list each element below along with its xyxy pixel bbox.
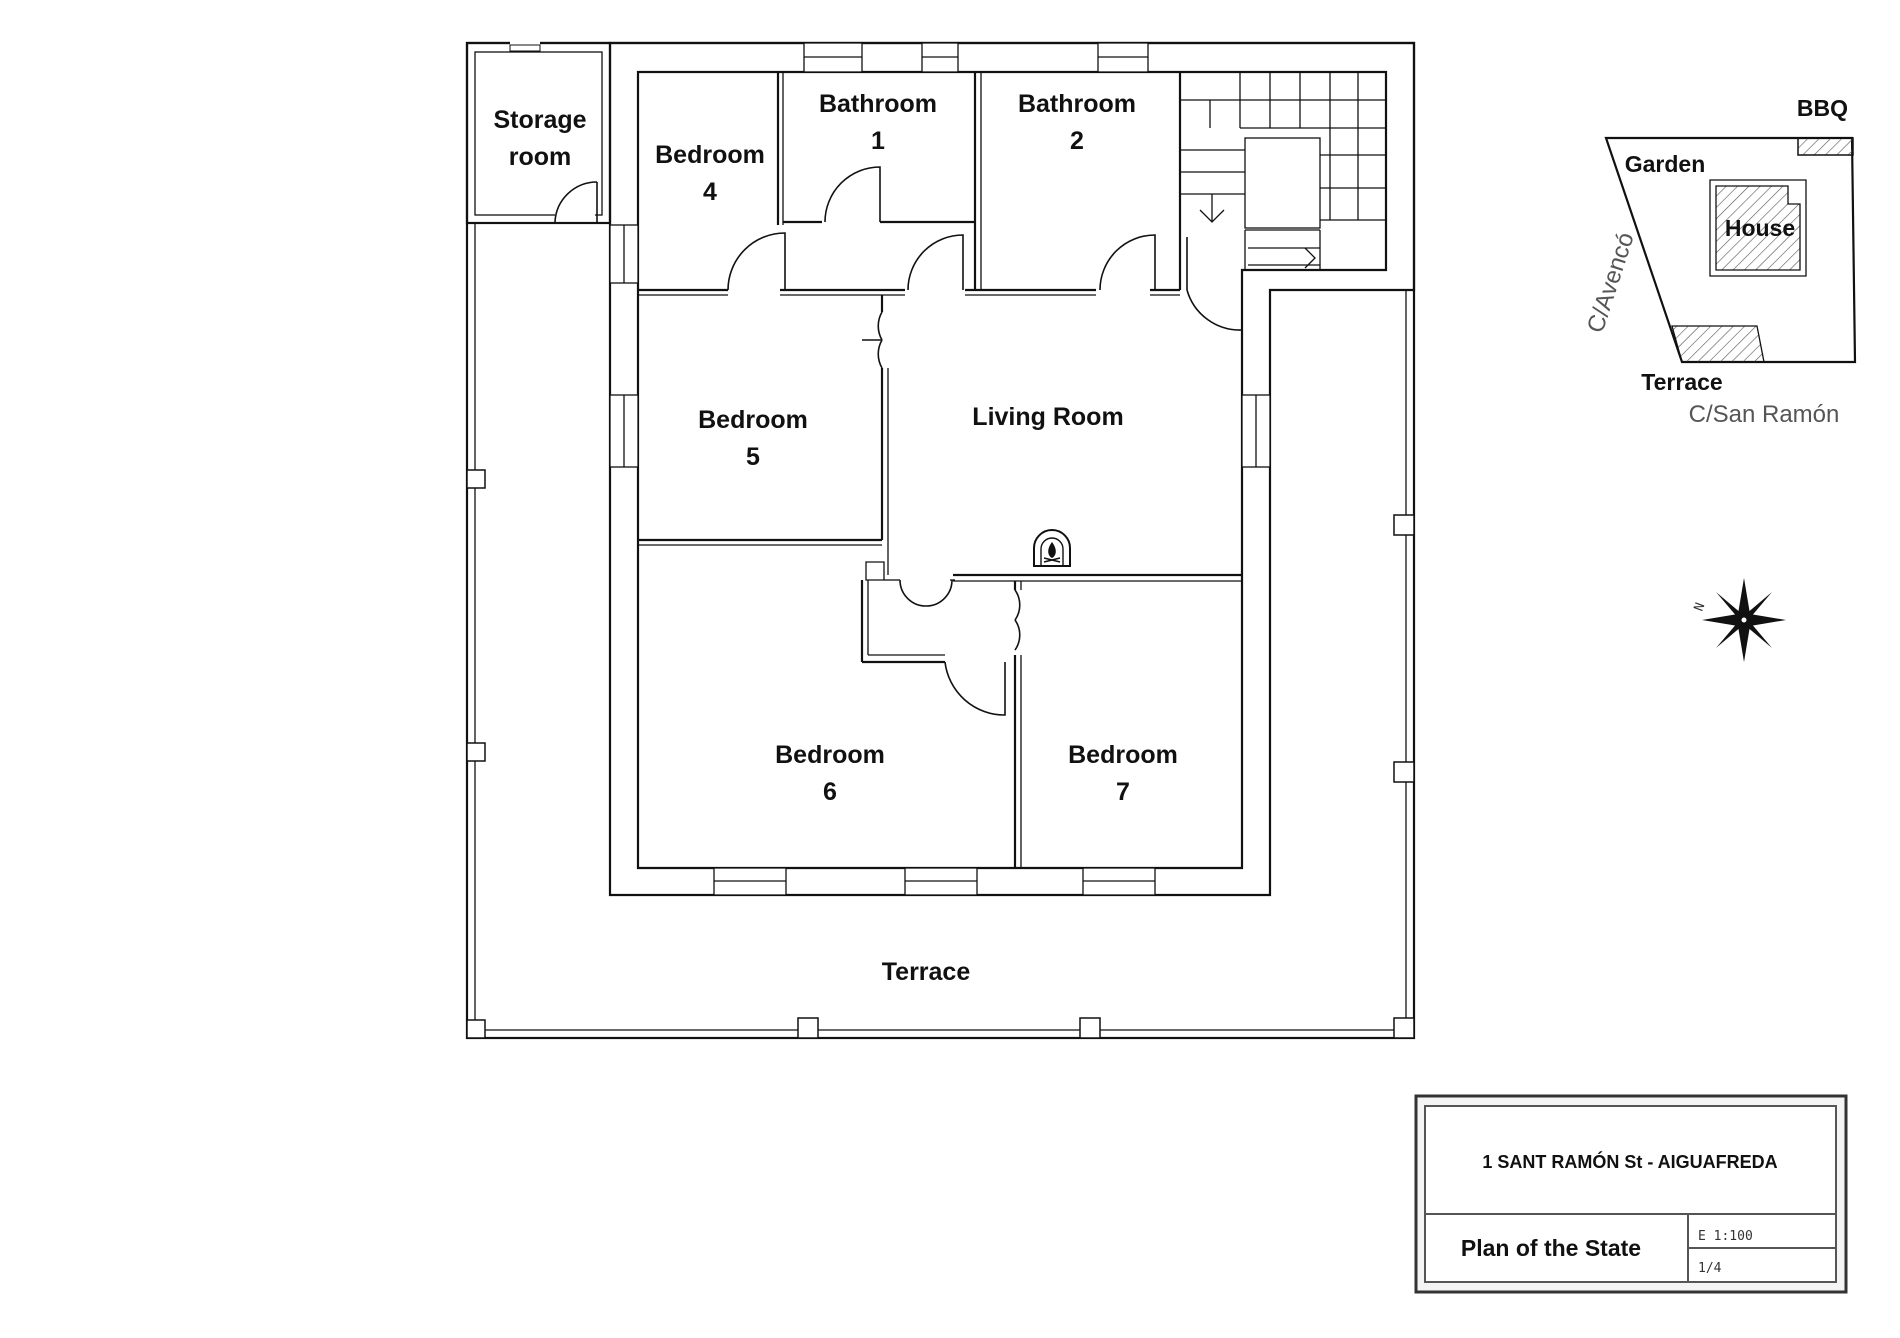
room-label-bedroom-6: Bedroom	[775, 741, 885, 769]
floor-plan: Storage room	[465, 41, 1416, 1040]
room-label-bedroom-4: Bedroom	[655, 141, 765, 169]
room-label-bathroom-2: Bathroom	[1018, 90, 1136, 118]
compass-north-label: N	[1692, 601, 1709, 613]
room-label-bedroom-5: Bedroom	[698, 406, 808, 434]
room-label-terrace: Terrace	[882, 958, 971, 986]
storage-room: Storage room	[465, 41, 612, 225]
title-block-sheet: 1/4	[1698, 1261, 1722, 1276]
room-label-bathroom-1: Bathroom	[819, 90, 937, 118]
site-map: BBQ Garden House Terrace C/San Ramón C/A…	[1582, 95, 1857, 428]
site-label-bbq: BBQ	[1797, 95, 1848, 121]
title-block: 1 SANT RAMÓN St - AIGUAFREDA Plan of the…	[1414, 1094, 1848, 1294]
doors	[727, 166, 1243, 716]
fireplace-icon	[1033, 529, 1071, 567]
house-outer-walls	[608, 41, 1416, 897]
stairs-icon	[1180, 72, 1386, 270]
room-label-bathroom-1-number: 1	[871, 127, 885, 155]
room-label-bedroom-7-number: 7	[1116, 778, 1130, 806]
room-label-bedroom-7: Bedroom	[1068, 741, 1178, 769]
room-label-bathroom-2-number: 2	[1070, 127, 1084, 155]
room-label-living-room: Living Room	[972, 403, 1123, 431]
title-block-address: 1 SANT RAMÓN St - AIGUAFREDA	[1482, 1151, 1777, 1172]
site-label-garden: Garden	[1625, 151, 1706, 177]
site-label-terrace: Terrace	[1641, 369, 1722, 395]
room-label-storage-2: room	[509, 143, 572, 171]
compass-rose-icon	[1702, 578, 1786, 662]
title-block-scale: E 1:100	[1698, 1229, 1753, 1244]
room-label-bedroom-6-number: 6	[823, 778, 837, 806]
street-label-san-ramon: C/San Ramón	[1689, 401, 1840, 428]
room-label-storage: Storage	[493, 106, 586, 134]
room-label-bedroom-4-number: 4	[703, 178, 717, 206]
site-label-house: House	[1725, 215, 1795, 241]
room-label-bedroom-5-number: 5	[746, 443, 760, 471]
street-label-avenco: C/Avencó	[1582, 229, 1640, 336]
interior-walls	[638, 72, 1242, 868]
title-block-title: Plan of the State	[1461, 1235, 1641, 1261]
door-swing-icon	[727, 232, 786, 291]
